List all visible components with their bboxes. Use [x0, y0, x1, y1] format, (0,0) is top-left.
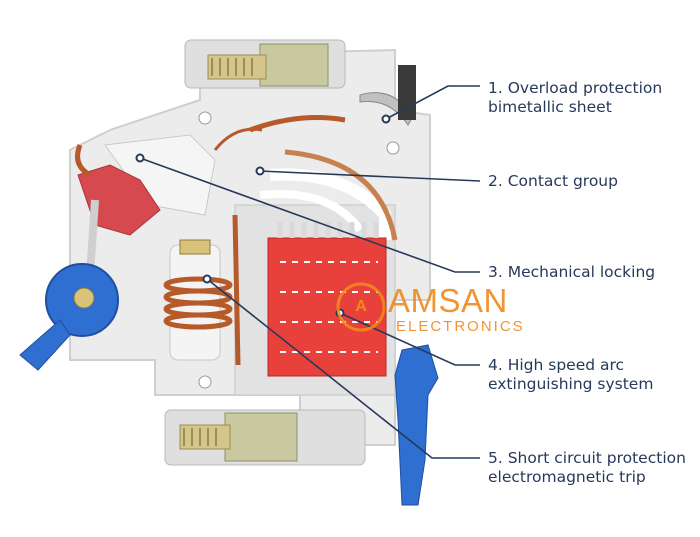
contact-group [259, 149, 398, 241]
top-terminal [184, 39, 346, 89]
housing-screw [198, 375, 212, 389]
watermark-logo-letter: A [355, 298, 367, 315]
side-trip-lever [394, 344, 439, 506]
leader-dot-2 [255, 166, 265, 176]
mechanical-locking-mechanism [75, 134, 216, 276]
housing-screw [198, 111, 212, 125]
callout-line: bimetallic sheet [488, 98, 612, 116]
callout-contact-group: 2. Contact group [488, 172, 618, 191]
leader-line-3 [139, 157, 480, 273]
operating-handle [19, 263, 119, 371]
bottom-terminal [164, 409, 366, 466]
leader-lines [139, 85, 481, 459]
watermark-brand-name: AMSAN [388, 282, 508, 319]
callout-line: 4. High speed arc [488, 356, 625, 374]
callout-mechanical-locking: 3. Mechanical locking [488, 263, 655, 282]
arc-extinguishing-chute [267, 222, 387, 377]
callout-overload-protection: 1. Overload protection bimetallic sheet [488, 79, 662, 117]
leader-line-1 [385, 85, 480, 120]
leader-dot-5 [202, 274, 212, 284]
housing-screw [386, 141, 400, 155]
callout-line: extinguishing system [488, 375, 654, 393]
watermark-brand-subtitle: ELECTRONICS [396, 318, 525, 335]
leader-line-2 [259, 170, 481, 182]
leader-dot-3 [135, 153, 145, 163]
callout-line: 2. Contact group [488, 172, 618, 190]
watermark-logo-ring [336, 282, 386, 332]
bimetallic-sheet [213, 65, 416, 151]
callout-short-circuit-protection: 5. Short circuit protection electromagne… [488, 449, 686, 487]
leader-line-4 [339, 312, 480, 366]
electromagnetic-trip-coil [163, 214, 241, 366]
leader-line-5 [206, 278, 480, 459]
leader-dot-1 [381, 114, 391, 124]
callout-line: 5. Short circuit protection [488, 449, 686, 467]
callout-arc-extinguishing: 4. High speed arc extinguishing system [488, 356, 653, 394]
callout-line: 3. Mechanical locking [488, 263, 656, 281]
callout-line: electromagnetic trip [488, 468, 646, 486]
callout-line: 1. Overload protection [488, 79, 663, 97]
